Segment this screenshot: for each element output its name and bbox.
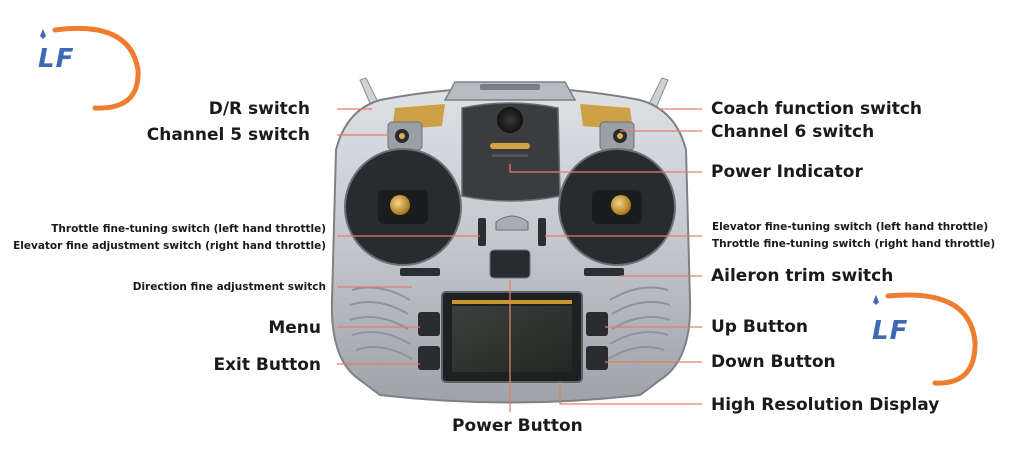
label-elevator-fine-left: Elevator fine-tuning switch (left hand t… [712, 222, 988, 233]
label-channel5-switch: Channel 5 switch [147, 127, 310, 144]
label-exit-button: Exit Button [213, 357, 321, 374]
label-up-button: Up Button [711, 319, 808, 336]
label-power-button: Power Button [452, 418, 583, 435]
label-hi-res-display: High Resolution Display [711, 397, 939, 414]
label-direction-fine: Direction fine adjustment switch [133, 282, 326, 293]
label-throttle-fine-right: Throttle fine-tuning switch (right hand … [712, 239, 995, 250]
label-dr-switch: D/R switch [209, 101, 310, 118]
label-down-button: Down Button [711, 354, 836, 371]
label-coach-switch: Coach function switch [711, 101, 922, 118]
label-menu: Menu [268, 320, 321, 337]
logo-bottom: LF [872, 318, 908, 344]
label-power-indicator: Power Indicator [711, 164, 863, 181]
label-throttle-fine-left: Throttle fine-tuning switch (left hand t… [51, 224, 326, 235]
label-channel6-switch: Channel 6 switch [711, 124, 874, 141]
label-elevator-fine-right: Elevator fine adjustment switch (right h… [13, 241, 326, 252]
label-aileron-trim: Aileron trim switch [711, 268, 893, 285]
